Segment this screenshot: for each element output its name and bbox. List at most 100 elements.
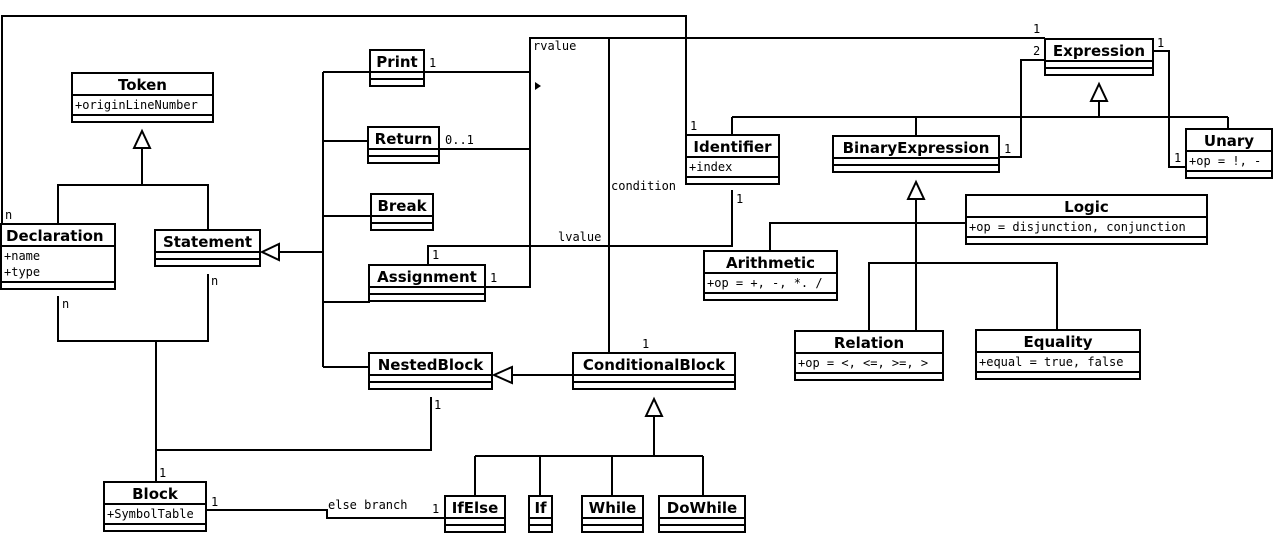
class-nestedblock-name: NestedBlock [370, 354, 491, 376]
mult-unary: 1 [1174, 151, 1182, 165]
association-unary-expression [1153, 50, 1186, 168]
class-dowhile: DoWhile [658, 495, 746, 533]
class-token-attr: +originLineNumber [73, 96, 212, 116]
class-token: Token +originLineNumber [71, 72, 214, 123]
class-conditionalblock-name: ConditionalBlock [574, 354, 734, 376]
label-condition: condition [611, 179, 677, 193]
generalization-expression [731, 101, 1229, 136]
class-expression: Expression [1044, 38, 1154, 76]
class-relation: Relation +op = <, <=, >=, > [794, 330, 944, 381]
class-return-name: Return [369, 128, 438, 150]
class-unary-name: Unary [1187, 130, 1271, 152]
label-lvalue: lvalue [558, 230, 602, 244]
inheritance-arrow-expression [1089, 81, 1109, 102]
class-while: While [581, 495, 644, 533]
generalization-binexp [769, 199, 1058, 331]
class-unary-attr: +op = !, - [1187, 152, 1271, 172]
class-relation-name: Relation [796, 332, 942, 354]
class-unary: Unary +op = !, - [1185, 128, 1273, 179]
class-identifier-name: Identifier [687, 136, 778, 158]
class-identifier: Identifier +index [685, 134, 780, 185]
association-lvalue [427, 190, 733, 265]
class-assignment-name: Assignment [370, 266, 484, 288]
class-binaryexpression: BinaryExpression [832, 135, 1000, 173]
class-equality: Equality +equal = true, false [975, 329, 1141, 380]
class-block: Block +SymbolTable [103, 481, 207, 532]
generalization-statement [279, 71, 370, 368]
class-declaration-attrs: +name +type [2, 247, 114, 283]
mult-identifier-bottom: 1 [736, 192, 744, 206]
mult-binaryexpression: 1 [1004, 142, 1012, 156]
mult-return: 0..1 [445, 133, 474, 147]
class-equality-name: Equality [977, 331, 1139, 353]
association-declaration-block [57, 274, 209, 482]
class-break-name: Break [372, 195, 432, 217]
class-if: If [528, 495, 553, 533]
class-break: Break [370, 193, 434, 231]
class-identifier-attr: +index [687, 158, 778, 178]
mult-block-right: 1 [211, 495, 219, 509]
class-ifelse: IfElse [444, 495, 506, 533]
class-return: Return [367, 126, 440, 164]
class-declaration-attr-name: +name [4, 249, 41, 263]
class-declaration-attr-type: +type [4, 265, 41, 279]
mult-nestedblock: 1 [434, 398, 442, 412]
label-rvalue: rvalue [533, 39, 577, 53]
class-token-name: Token [73, 74, 212, 96]
generalization-conditional-children [474, 416, 704, 496]
class-print: Print [369, 49, 425, 87]
association-nestedblock-block [156, 397, 432, 451]
class-assignment: Assignment [368, 264, 486, 302]
rvalue-arrow-icon [535, 82, 541, 90]
class-expression-name: Expression [1046, 40, 1152, 62]
mult-block-top: 1 [159, 466, 167, 480]
class-equality-attr: +equal = true, false [977, 353, 1139, 373]
association-rvalue [424, 37, 1045, 288]
association-declaration-identifier [1, 15, 687, 225]
class-dowhile-name: DoWhile [660, 497, 744, 519]
class-arithmetic-name: Arithmetic [705, 252, 836, 274]
mult-identifier-top: 1 [690, 119, 698, 133]
mult-ifelse: 1 [432, 502, 440, 516]
inheritance-arrow-conditionalblock [644, 396, 664, 417]
mult-expression-top: 1 [1033, 22, 1041, 36]
association-binexp-expression [998, 59, 1045, 158]
class-logic-attr: +op = disjunction, conjunction [967, 218, 1206, 238]
mult-declaration-bottom: n [62, 297, 70, 311]
mult-assignment: 1 [490, 271, 498, 285]
class-declaration: Declaration +name +type [0, 223, 116, 290]
class-declaration-name: Declaration [2, 225, 114, 247]
class-if-name: If [530, 497, 551, 519]
class-arithmetic-attr: +op = +, -, *. / [705, 274, 836, 294]
association-else-branch [206, 509, 446, 519]
label-else-branch: else branch [328, 498, 408, 512]
class-conditionalblock: ConditionalBlock [572, 352, 736, 390]
class-relation-attr: +op = <, <=, >=, > [796, 354, 942, 374]
class-binaryexpression-name: BinaryExpression [834, 137, 998, 159]
mult-declaration-top: n [5, 208, 13, 222]
generalization-token [57, 148, 209, 231]
mult-assignment-lvalue: 1 [432, 248, 440, 262]
inheritance-arrow-nestedblock [491, 365, 513, 385]
class-block-name: Block [105, 483, 205, 505]
mult-statement: n [211, 274, 219, 288]
class-ifelse-name: IfElse [446, 497, 504, 519]
class-logic-name: Logic [967, 196, 1206, 218]
mult-print: 1 [429, 56, 437, 70]
mult-expression-left: 2 [1033, 44, 1041, 58]
class-logic: Logic +op = disjunction, conjunction [965, 194, 1208, 245]
inheritance-arrow-statement [259, 242, 280, 262]
class-statement-name: Statement [156, 231, 259, 253]
inheritance-arrow-binexp [906, 179, 926, 200]
class-print-name: Print [371, 51, 423, 73]
inheritance-arrow-token [132, 128, 152, 149]
class-while-name: While [583, 497, 642, 519]
class-nestedblock: NestedBlock [368, 352, 493, 390]
mult-conditionalblock: 1 [642, 337, 650, 351]
class-statement: Statement [154, 229, 261, 267]
class-arithmetic: Arithmetic +op = +, -, *. / [703, 250, 838, 301]
class-block-attr: +SymbolTable [105, 505, 205, 525]
mult-expression-right: 1 [1157, 36, 1165, 50]
